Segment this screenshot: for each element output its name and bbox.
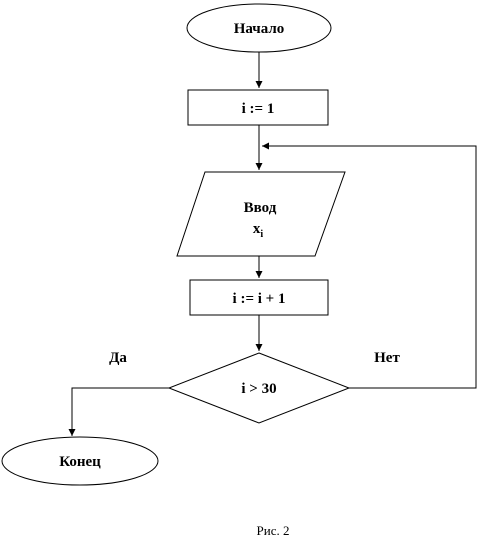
input-variable-subscript: i	[260, 229, 263, 240]
init-label: i := 1	[242, 101, 275, 117]
figure-caption: Рис. 2	[257, 523, 290, 538]
input-label: Ввод	[244, 200, 277, 216]
edge-condition-no-loop	[262, 142, 477, 389]
end-node: Конец	[1, 436, 159, 486]
start-label: Начало	[234, 21, 285, 37]
init-node: i := 1	[187, 89, 329, 126]
branch-yes-label: Да	[109, 350, 127, 366]
input-node: Ввод xi	[176, 171, 346, 257]
branch-no-label: Нет	[374, 350, 400, 366]
edge-condition-yes-to-end	[68, 387, 169, 436]
increment-node: i := i + 1	[189, 279, 329, 316]
input-variable-name: x	[253, 221, 261, 237]
input-variable: xi	[253, 221, 264, 240]
end-label: Конец	[59, 454, 101, 470]
condition-label: i > 30	[241, 381, 276, 397]
start-node: Начало	[186, 3, 332, 53]
increment-label: i := i + 1	[233, 291, 286, 307]
condition-node: i > 30	[167, 352, 351, 424]
